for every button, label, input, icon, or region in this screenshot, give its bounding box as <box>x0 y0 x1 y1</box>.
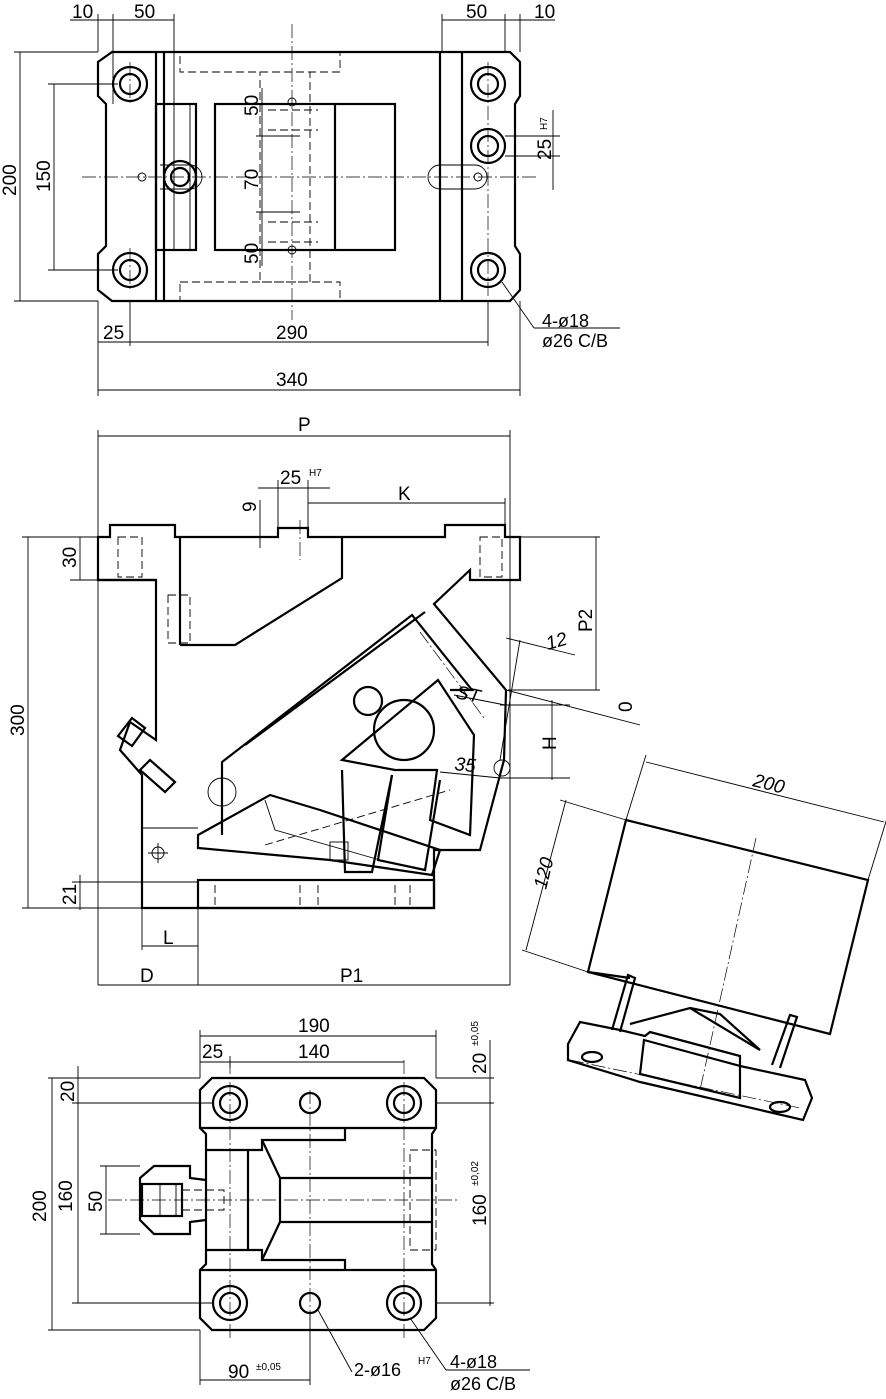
dim-top-right-edge: 10 <box>534 2 555 23</box>
dim-L: L <box>163 928 174 949</box>
dim-pin-dia: 25 <box>535 139 556 160</box>
side-view-frame <box>96 523 522 910</box>
iso-dim-height: 120 <box>530 855 558 891</box>
top-view: 10 50 50 10 200 150 50 70 50 25 H7 25 29… <box>0 2 620 396</box>
dim-D: D <box>140 966 154 987</box>
bottom-dim-center: 50 <box>86 1191 107 1212</box>
side-view: P 25 H7 K 9 30 300 21 L D P1 P2 12 ST H … <box>8 415 641 987</box>
dim-K: K <box>398 484 411 505</box>
dim-top-right-bolt: 50 <box>466 2 487 23</box>
dim-P: P <box>298 415 311 436</box>
dim-P2: P2 <box>576 609 597 632</box>
dim-width-total: 340 <box>276 370 308 391</box>
dim-bolt-span: 290 <box>276 323 308 344</box>
bottom-dim-bottom: 90 <box>228 1362 249 1383</box>
dim-zero: 0 <box>616 701 637 712</box>
dim-twelve: 12 <box>544 629 571 655</box>
bottom-view: 190 25 140 20 ±0,05 20 200 160 50 160 ±0… <box>30 1016 530 1394</box>
bottom-dim-edge: 25 <box>202 1042 223 1063</box>
top-holes-note-1: 4-ø18 <box>542 311 589 331</box>
dim-pin-tol: H7 <box>539 117 550 130</box>
dim-side-pin-tol: H7 <box>309 468 322 479</box>
dim-top-height-total: 200 <box>0 164 21 196</box>
cylinder-pivot <box>372 698 436 762</box>
bottom-holes-note-2: ø26 C/B <box>450 1374 516 1394</box>
bottom-dim-total: 200 <box>30 1190 51 1222</box>
dim-twentyone: 21 <box>60 884 81 905</box>
top-view-outline <box>96 50 522 303</box>
dim-slot-top: 50 <box>242 95 263 116</box>
dim-top-height-bolts: 150 <box>34 160 55 192</box>
dim-nine: 9 <box>240 501 261 512</box>
dim-side-pin: 25 <box>280 468 301 489</box>
dim-edge-offset: 25 <box>103 323 124 344</box>
dim-slot-bot: 50 <box>242 243 263 264</box>
dim-top-left-edge: 10 <box>72 2 93 23</box>
bottom-dim-top-edge-tol: ±0,05 <box>470 1021 481 1046</box>
bottom-dim-bolts: 160 <box>56 1180 77 1212</box>
bottom-dim-bottom-tol: ±0,05 <box>256 1362 281 1373</box>
dim-thirty: 30 <box>60 547 81 568</box>
bottom-dim-right-tol: ±0,02 <box>470 1161 481 1186</box>
bottom-holes-note-1: 4-ø18 <box>450 1352 497 1372</box>
bottom-dim-left-top: 20 <box>58 1081 79 1102</box>
isometric-view: 200 120 <box>521 754 886 1122</box>
bottom-pin-tol: H7 <box>418 1356 431 1367</box>
iso-dim-length: 200 <box>750 770 787 798</box>
dim-thirtyfive: 35 <box>453 754 477 777</box>
dim-side-height: 300 <box>8 704 29 736</box>
bottom-pin-note: 2-ø16 <box>354 1360 401 1380</box>
dim-slot-mid: 70 <box>242 169 263 190</box>
dim-ST: ST <box>454 682 483 708</box>
top-holes-note-2: ø26 C/B <box>542 331 608 351</box>
bottom-dim-right: 160 <box>470 1194 491 1226</box>
dim-P1: P1 <box>340 966 363 987</box>
iso-box <box>586 818 870 1036</box>
bottom-dim-span: 140 <box>298 1042 330 1063</box>
bottom-dim-top-edge: 20 <box>470 1053 491 1074</box>
bottom-dim-width: 190 <box>298 1016 330 1037</box>
dim-top-left-bolt: 50 <box>134 2 155 23</box>
dim-H: H <box>540 736 561 750</box>
